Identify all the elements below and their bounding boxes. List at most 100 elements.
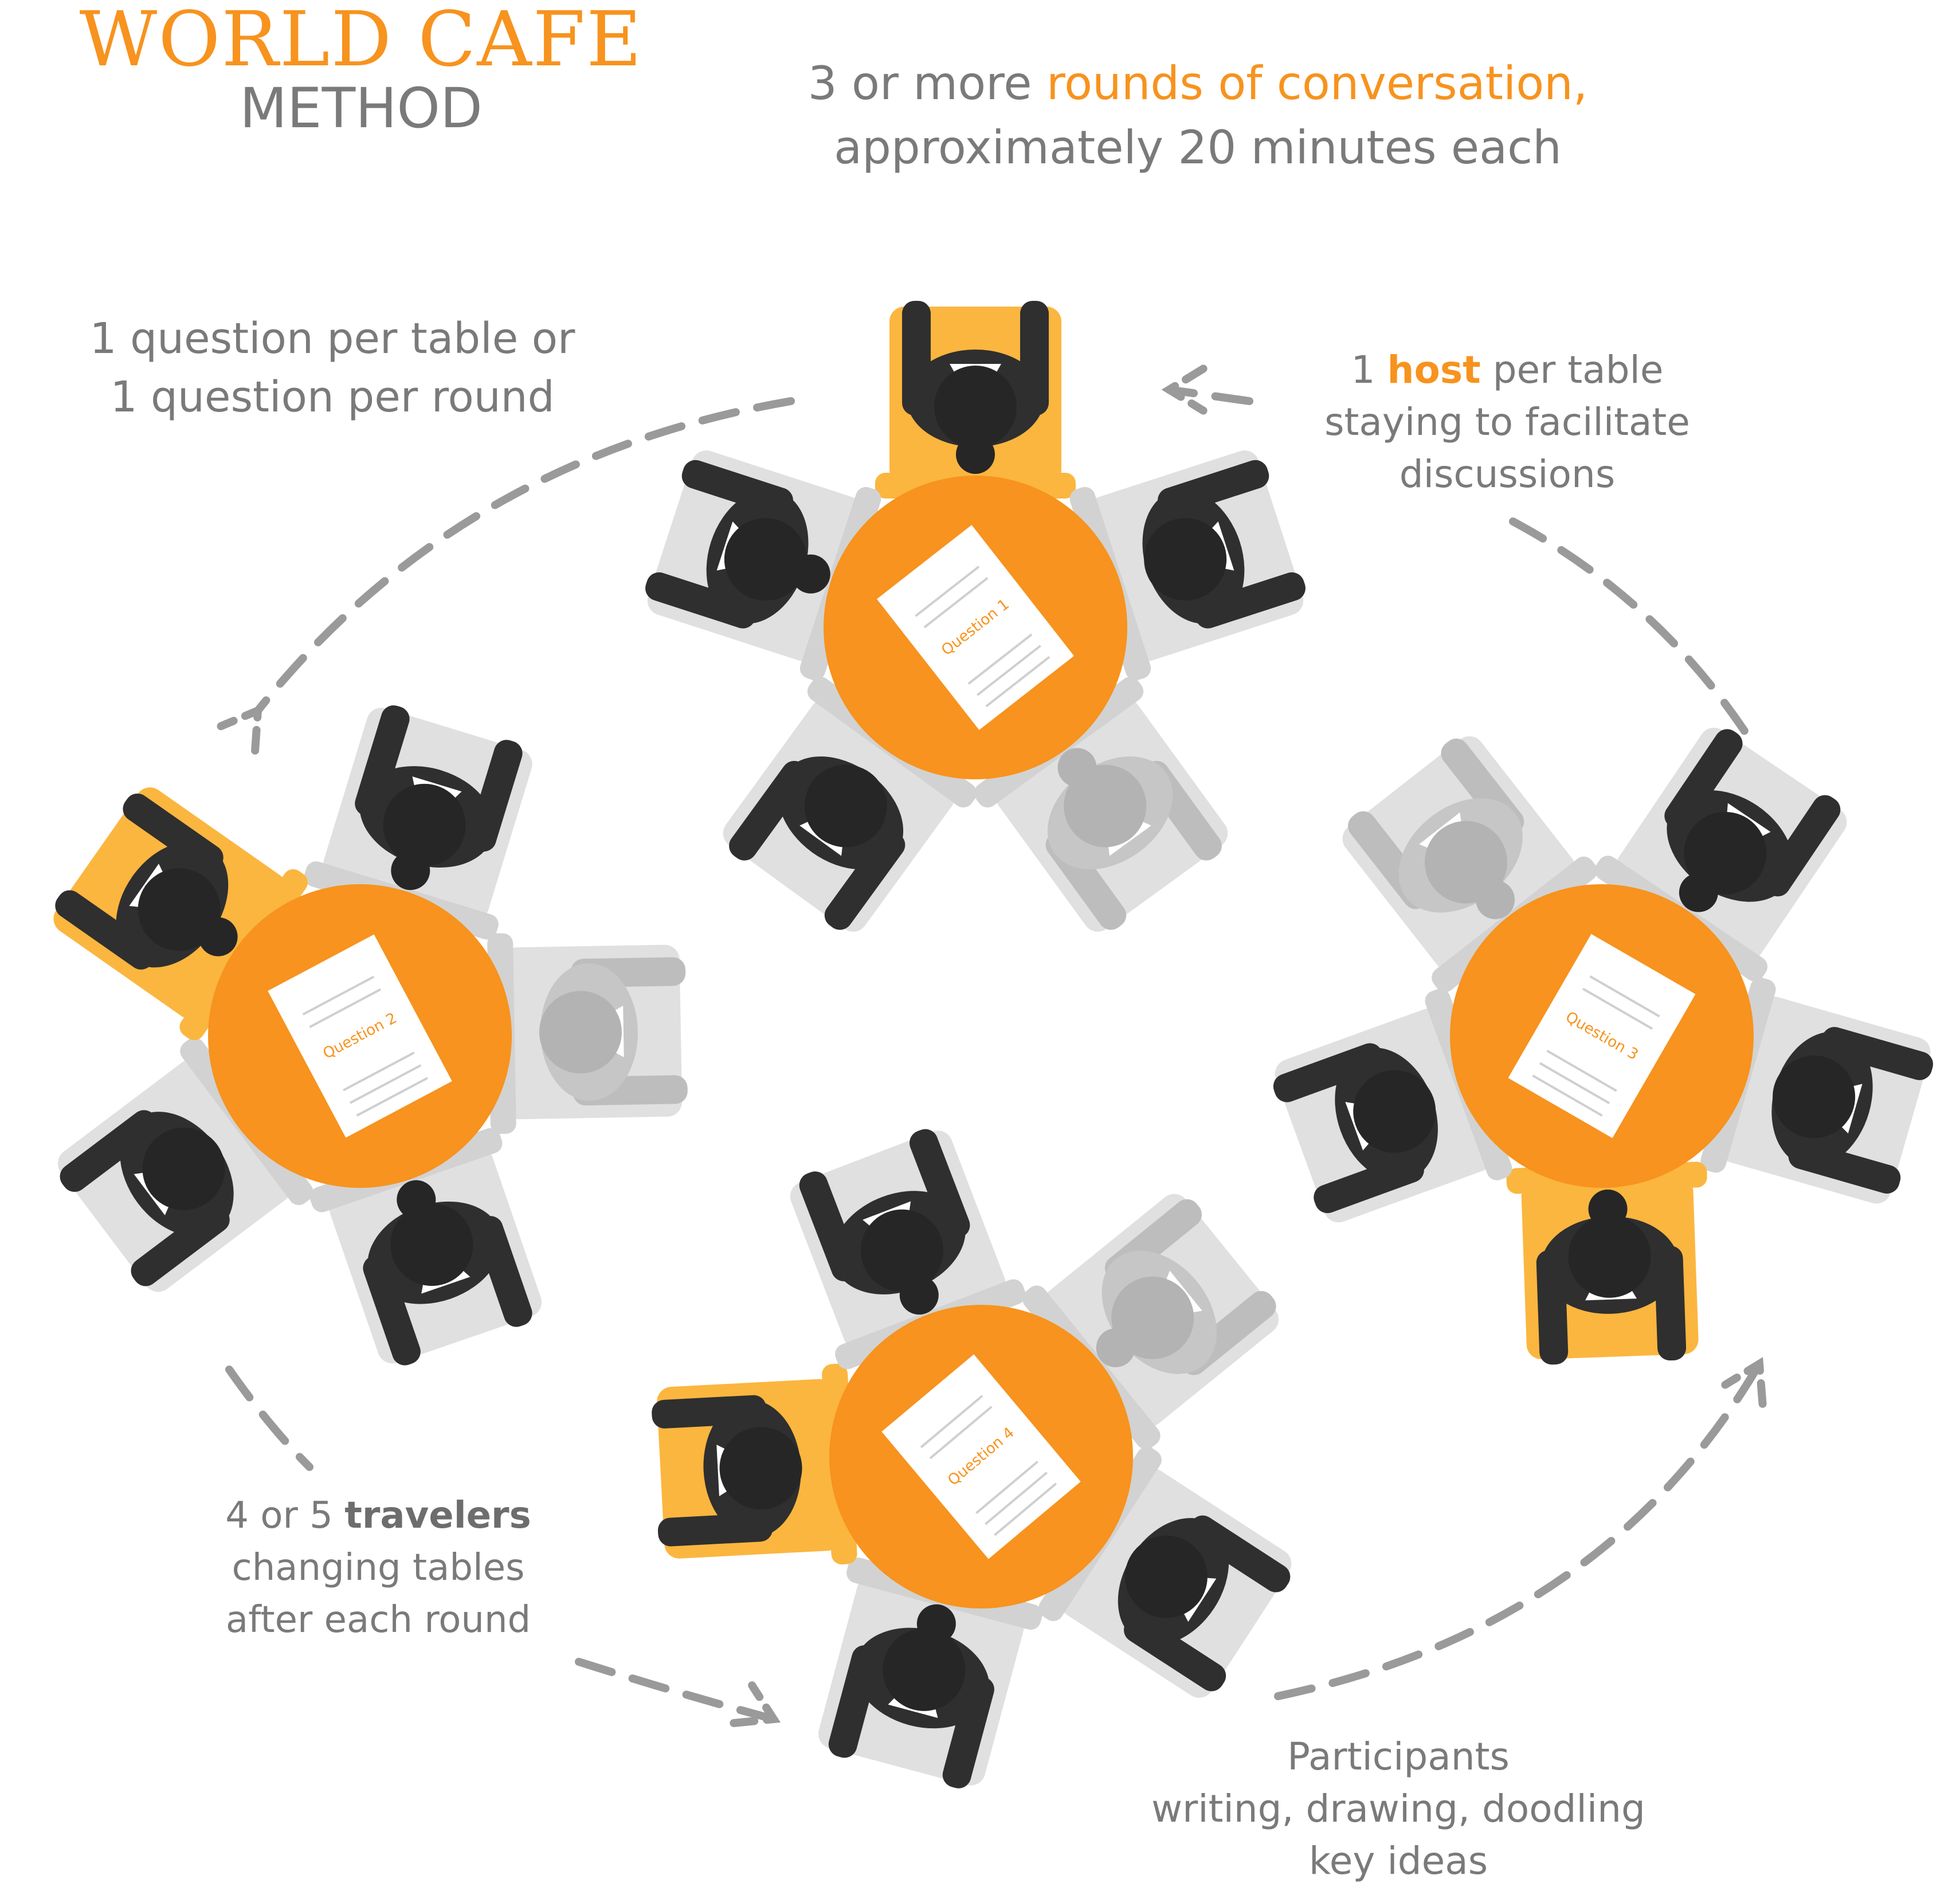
arm xyxy=(942,1676,994,1788)
chair xyxy=(1275,1008,1493,1223)
arm xyxy=(1536,1250,1569,1365)
chair-back xyxy=(179,869,308,1041)
collar xyxy=(1811,1084,1863,1134)
paper-line xyxy=(356,1077,429,1117)
arm xyxy=(468,740,523,852)
paper-label: Question 1 xyxy=(938,596,1013,660)
traveler-seat xyxy=(790,1129,1026,1370)
paper-line xyxy=(985,656,1050,708)
chair-back xyxy=(1038,1446,1162,1621)
arrow-head-2 xyxy=(1161,364,1208,415)
traveler-seat xyxy=(57,1037,313,1292)
paper-sheet xyxy=(876,525,1075,730)
table-group-3: Question 3 xyxy=(1273,727,1933,1365)
dashed-arrow-3 xyxy=(1509,517,1758,749)
collar xyxy=(134,1167,186,1215)
head xyxy=(1568,1215,1651,1298)
chair-back xyxy=(304,861,499,940)
hair-bun xyxy=(1679,873,1718,912)
rounds-highlight: rounds of conversation, xyxy=(1046,57,1588,110)
arrow-head-6 xyxy=(1721,1357,1767,1408)
paper-label: Question 3 xyxy=(1562,1009,1641,1064)
arm xyxy=(799,1171,860,1282)
hair-bun xyxy=(1057,748,1097,787)
arm xyxy=(123,793,224,873)
traveler-seat xyxy=(1594,727,1847,982)
participants-line-2: writing, drawing, doodling xyxy=(1151,1787,1645,1831)
question-line-2: 1 question per round xyxy=(110,372,555,422)
dashed-arrow-5 xyxy=(575,1658,778,1723)
arm xyxy=(355,705,410,817)
paper-line xyxy=(985,1472,1048,1525)
participants-line-3: key ideas xyxy=(1308,1839,1488,1884)
arm xyxy=(131,1204,230,1286)
head xyxy=(142,1127,225,1210)
arm xyxy=(60,1110,159,1192)
arm xyxy=(1273,1043,1384,1103)
chair-back xyxy=(180,1037,313,1206)
head xyxy=(1684,811,1767,895)
chair xyxy=(1616,727,1847,960)
paper-line xyxy=(1582,987,1653,1030)
collar xyxy=(1182,521,1234,571)
dashed-arrow-2 xyxy=(1165,386,1253,405)
chair-back xyxy=(807,677,977,808)
paper-line xyxy=(975,1461,1038,1515)
paper-label: Question 4 xyxy=(944,1424,1017,1489)
shoulders xyxy=(359,766,495,868)
host-note: 1 host per table staying to facilitate d… xyxy=(1249,344,1765,500)
host-seat xyxy=(1506,1162,1707,1365)
chair-back xyxy=(1069,487,1151,681)
collar xyxy=(1723,803,1771,856)
arm xyxy=(573,1075,688,1106)
shoulders xyxy=(1047,756,1173,870)
paper-line xyxy=(967,633,1033,685)
chair xyxy=(53,787,287,1019)
chair xyxy=(818,1576,1024,1786)
arm xyxy=(1124,1614,1226,1692)
collar xyxy=(1585,1253,1637,1301)
collar xyxy=(888,1667,938,1718)
chair-back xyxy=(1506,1162,1707,1194)
shoulders xyxy=(116,841,229,968)
collar xyxy=(863,1201,911,1254)
chair-back xyxy=(487,933,516,1134)
arm xyxy=(1821,1027,1933,1080)
shoulders xyxy=(778,756,904,870)
shoulders xyxy=(1118,1518,1229,1645)
table-group-2: Question 2 xyxy=(53,705,688,1366)
paper-sheet xyxy=(268,934,452,1138)
host-seat xyxy=(652,1363,857,1564)
paper-line xyxy=(915,566,980,617)
chair xyxy=(790,1131,1006,1349)
arm xyxy=(828,1645,880,1758)
paper-line xyxy=(343,1052,415,1092)
collar xyxy=(950,364,1001,410)
arm xyxy=(1179,1290,1276,1375)
chair-back xyxy=(799,487,881,681)
arm xyxy=(645,572,757,629)
participants-note: Participants writing, drawing, doodling … xyxy=(1055,1731,1742,1887)
traveler-seat xyxy=(818,1558,1042,1788)
question-paper: Question 4 xyxy=(881,1354,1081,1559)
traveler-seat xyxy=(1038,1446,1292,1698)
title-line-2: METHOD xyxy=(240,76,483,140)
collar xyxy=(577,1005,624,1057)
paper-line xyxy=(309,988,381,1029)
arm xyxy=(1314,1154,1424,1214)
chair-back xyxy=(1594,856,1768,982)
chair xyxy=(501,944,683,1120)
traveler-seat xyxy=(309,1128,542,1366)
chair xyxy=(657,1379,842,1559)
arm xyxy=(681,460,793,516)
question-line-1: 1 question per table or xyxy=(89,314,575,363)
shoulders xyxy=(1398,798,1523,913)
round-table xyxy=(208,884,512,1188)
dashed-arrow-4 xyxy=(225,1366,313,1471)
shoulders xyxy=(120,1112,234,1237)
chair-back xyxy=(822,1363,857,1564)
traveler-seat xyxy=(1273,988,1512,1223)
hair-bun xyxy=(391,851,430,890)
collar xyxy=(1419,812,1468,865)
